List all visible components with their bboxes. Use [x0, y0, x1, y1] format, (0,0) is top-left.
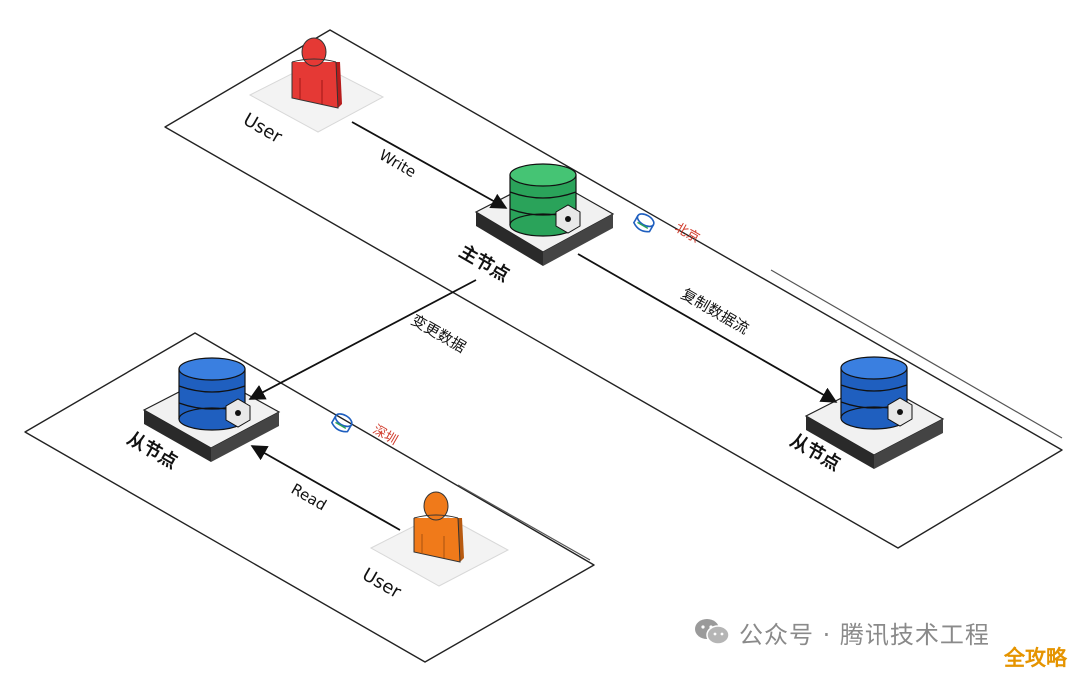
- region-shenzhen-tag: 深圳: [330, 413, 400, 448]
- edge-replicate-label: 复制数据流: [678, 285, 752, 338]
- edge-change-label: 变更数据: [408, 311, 469, 357]
- edge-read-arrow: [250, 445, 401, 531]
- location-icon: [330, 413, 353, 433]
- region-beijing-outline: [164, 29, 1063, 549]
- region-shenzhen-outline: [24, 332, 595, 663]
- region-depth-line-2: [457, 484, 591, 561]
- user-bottom-node: [369, 491, 510, 587]
- user-top-node: [248, 37, 385, 133]
- watermark: 公众号 · 腾讯技术工程: [693, 614, 990, 650]
- primary-node-label: 主节点: [456, 240, 514, 286]
- edge-read-label: Read: [288, 480, 330, 514]
- replica-bj-db-icon: [840, 356, 913, 430]
- replica-bj-node: [804, 356, 945, 469]
- edge-write-arrow: [351, 121, 508, 209]
- edge-change-arrow: [248, 279, 477, 400]
- wechat-icon: [695, 619, 730, 645]
- user-top-icon: [291, 37, 342, 109]
- watermark-text: 公众号 · 腾讯技术工程: [739, 620, 990, 649]
- user-top-label: User: [240, 109, 287, 148]
- region-shenzhen-label: 深圳: [370, 422, 400, 448]
- edge-write-label: Write: [376, 146, 419, 181]
- primary-node: [474, 163, 615, 266]
- region-beijing-tag: 北京: [632, 213, 702, 246]
- primary-db-icon: [509, 163, 581, 237]
- brand-badge: 全攻略: [1004, 646, 1067, 670]
- location-icon: [632, 213, 655, 233]
- replica-sz-db-icon: [178, 357, 251, 431]
- edge-replicate-arrow: [577, 253, 838, 403]
- replica-sz-node: [142, 357, 281, 462]
- user-bottom-icon: [413, 491, 464, 563]
- region-beijing-label: 北京: [672, 220, 702, 246]
- user-bottom-label: User: [359, 564, 406, 603]
- region-depth-line-1: [770, 269, 1063, 439]
